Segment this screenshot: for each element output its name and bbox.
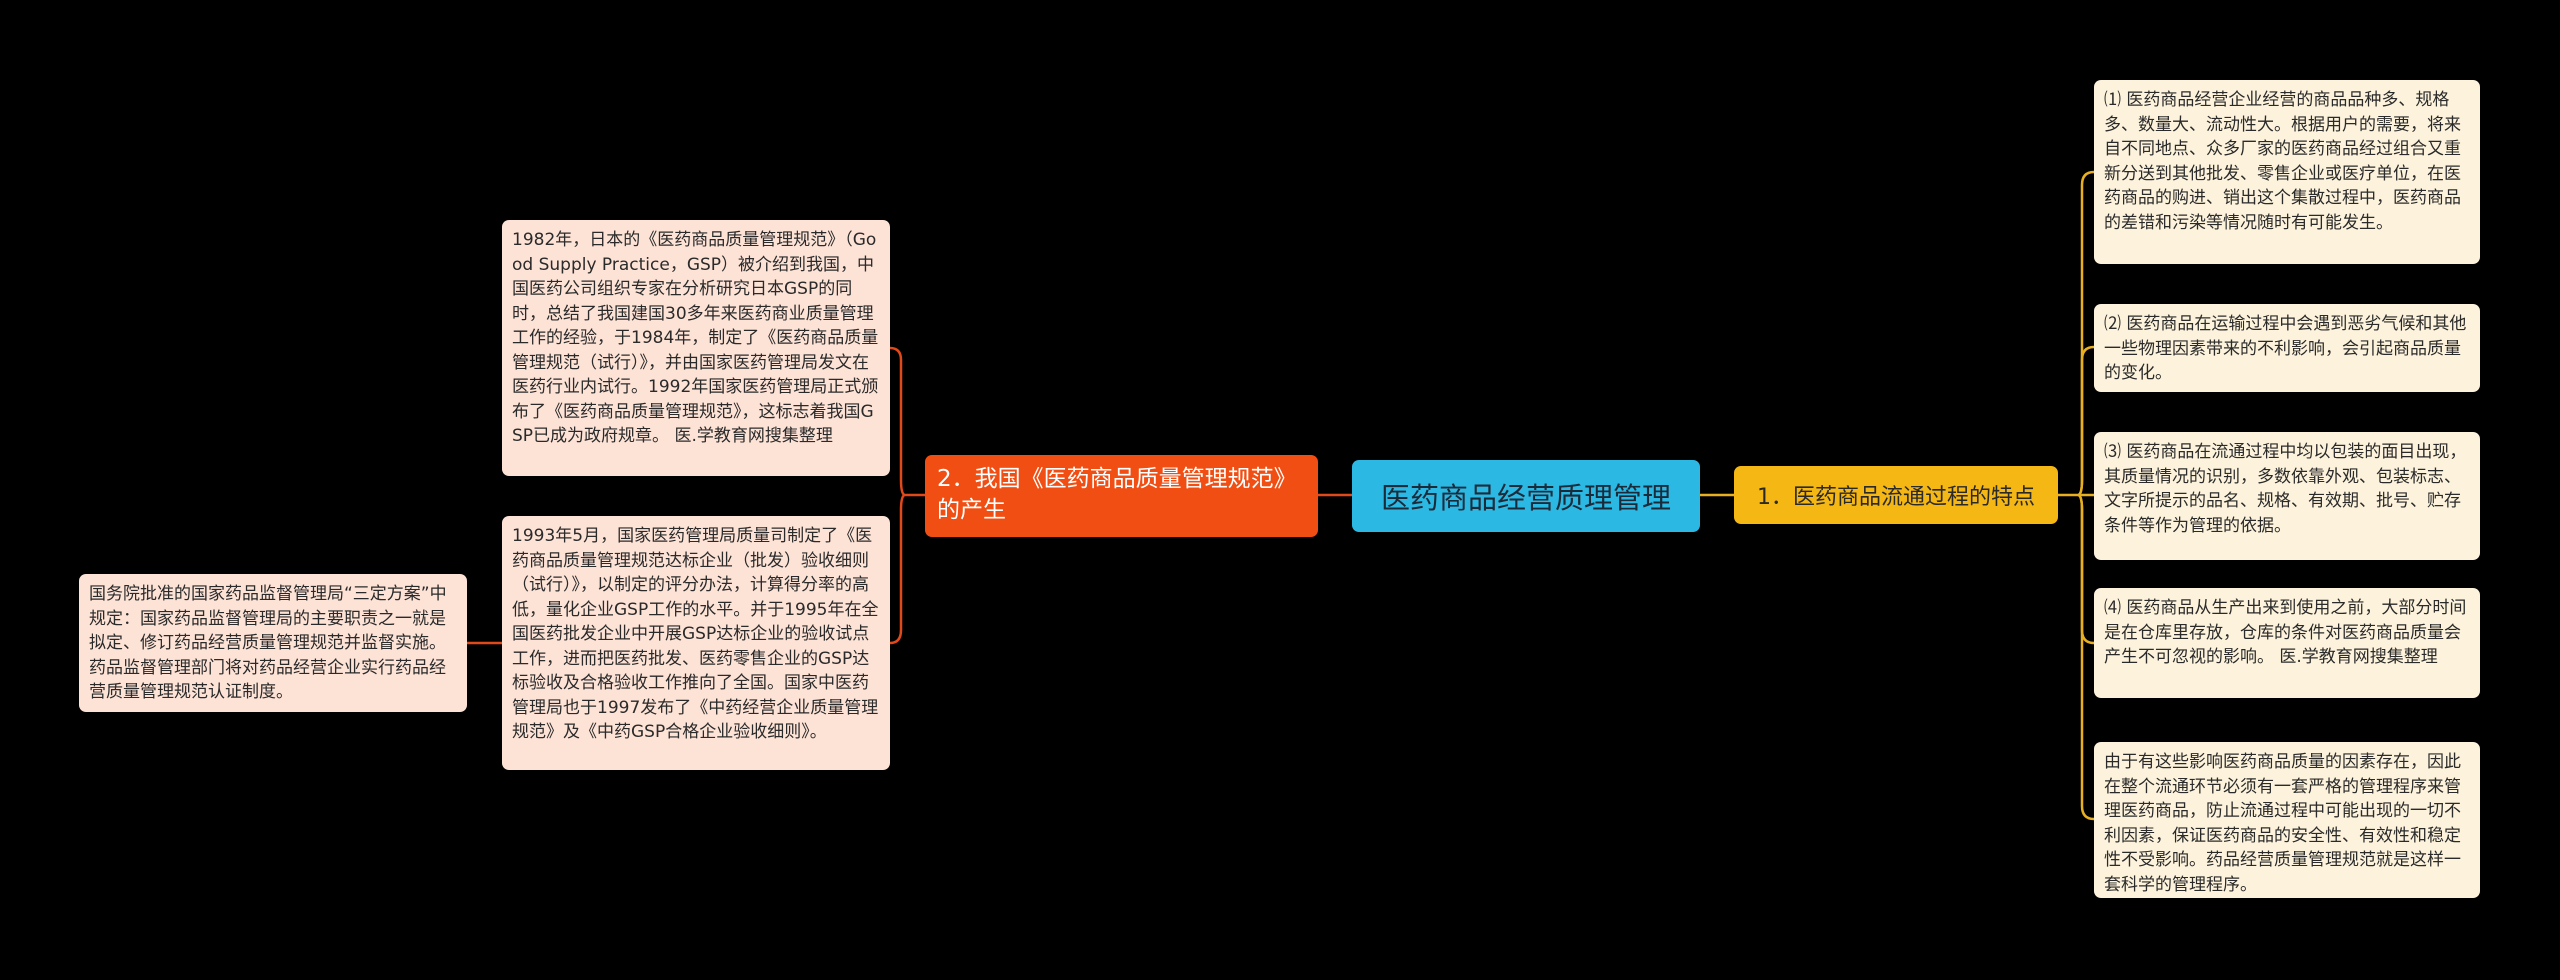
branch-circulation-features[interactable]: 1．医药商品流通过程的特点: [1734, 466, 2058, 524]
leaf-left-1[interactable]: 1982年，日本的《医药商品质量管理规范》（Good Supply Practi…: [502, 220, 890, 476]
leaf-right-2[interactable]: ⑵ 医药商品在运输过程中会遇到恶劣气候和其他一些物理因素带来的不利影响，会引起商…: [2094, 304, 2480, 392]
leaf-left-2[interactable]: 1993年5月，国家医药管理局质量司制定了《医药商品质量管理规范达标企业（批发）…: [502, 516, 890, 770]
leaf-right-4[interactable]: ⑷ 医药商品从生产出来到使用之前，大部分时间是在仓库里存放，仓库的条件对医药商品…: [2094, 588, 2480, 698]
leaf-right-1[interactable]: ⑴ 医药商品经营企业经营的商品品种多、规格多、数量大、流动性大。根据用户的需要，…: [2094, 80, 2480, 264]
link-right-4: [2077, 493, 2095, 645]
leaf-left-sub[interactable]: 国务院批准的国家药品监督管理局“三定方案”中规定：国家药品监督管理局的主要职责之…: [79, 574, 467, 712]
link-left-1: [889, 346, 925, 497]
link-right-2: [2077, 345, 2095, 497]
leaf-right-3[interactable]: ⑶ 医药商品在流通过程中均以包装的面目出现，其质量情况的识别，多数依靠外观、包装…: [2094, 432, 2480, 560]
link-left-2: [889, 493, 906, 645]
leaf-right-5[interactable]: 由于有这些影响医药商品质量的因素存在，因此在整个流通环节必须有一套严格的管理程序…: [2094, 742, 2480, 898]
root-node[interactable]: 医药商品经营质理管理: [1352, 460, 1700, 532]
branch-gsp-origin[interactable]: 2．我国《医药商品质量管理规范》的产生: [925, 455, 1318, 537]
link-right-5: [2077, 493, 2095, 821]
link-right-1: [2058, 170, 2095, 497]
